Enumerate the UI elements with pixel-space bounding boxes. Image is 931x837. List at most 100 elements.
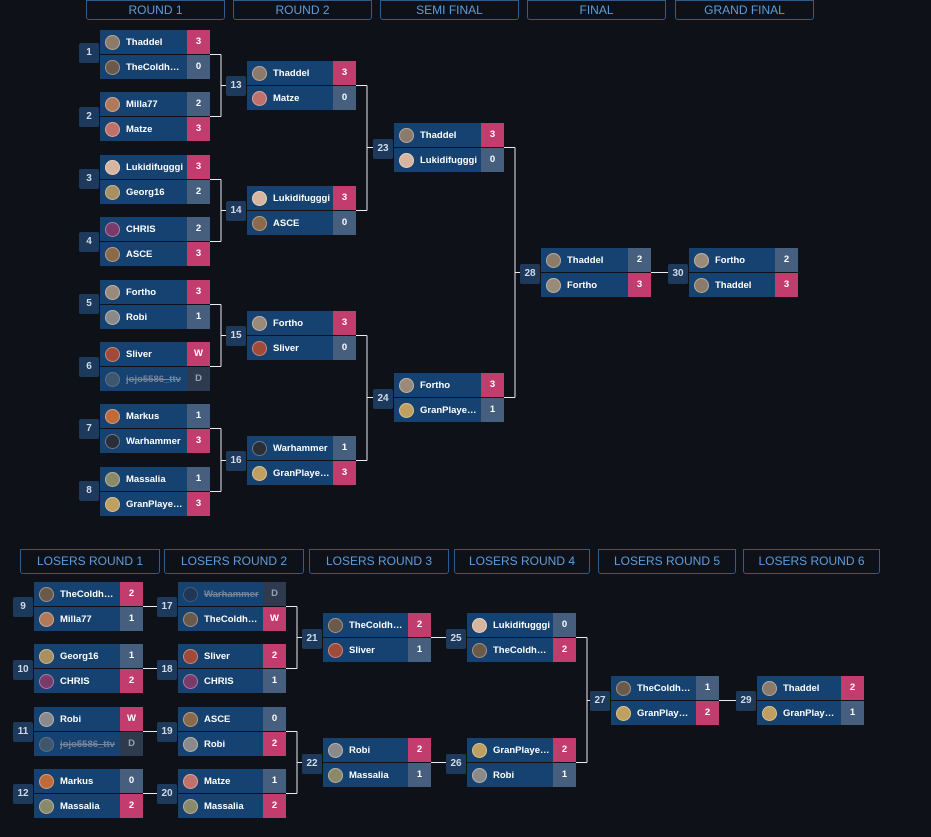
- header-round-2: ROUND 2: [233, 0, 372, 20]
- match-8-player-2[interactable]: GranPlayer1803: [100, 492, 210, 516]
- score-winner: 3: [481, 123, 504, 147]
- player-avatar-icon: [472, 767, 487, 783]
- player-name: TheColdhand: [493, 644, 550, 656]
- match-27-player-2[interactable]: GranPlayer1802: [611, 701, 719, 725]
- player-name: ASCE: [204, 713, 231, 725]
- player-name: Sliver: [204, 650, 230, 662]
- player-avatar-icon: [105, 34, 120, 50]
- player-avatar-icon: [39, 798, 54, 814]
- player-avatar-icon: [105, 159, 120, 175]
- player-avatar-icon: [328, 767, 343, 783]
- header-losers-round-1: LOSERS ROUND 1: [20, 549, 160, 574]
- score-winner: 3: [481, 373, 504, 397]
- player-avatar-icon: [252, 90, 267, 106]
- score: 2: [187, 217, 210, 241]
- header-losers-round-3: LOSERS ROUND 3: [309, 549, 449, 574]
- score: 0: [333, 211, 356, 235]
- player-name: Sliver: [273, 342, 299, 354]
- match-15-player-1[interactable]: Fortho 3: [247, 311, 356, 335]
- score-winner: 3: [187, 492, 210, 516]
- match-number-6: 6: [79, 357, 99, 377]
- match-24-player-2[interactable]: GranPlayer1801: [394, 398, 504, 422]
- score: 1: [333, 436, 356, 460]
- match-4-player-1[interactable]: CHRIS 2: [100, 217, 210, 241]
- match-26-player-1[interactable]: GranPlayer1802: [467, 738, 576, 762]
- score: 1: [187, 305, 210, 329]
- player-name: CHRIS: [126, 223, 156, 235]
- player-name: TheColdhand: [126, 61, 184, 73]
- player-name: jojo5586_ttv: [60, 738, 115, 750]
- match-16-player-2[interactable]: GranPlayer1803: [247, 461, 356, 485]
- player-avatar-icon: [183, 611, 198, 627]
- match-number-12: 12: [13, 784, 33, 804]
- match-29-player-2[interactable]: GranPlayer1801: [757, 701, 864, 725]
- player-name: Massalia: [204, 800, 244, 812]
- player-avatar-icon: [39, 736, 54, 752]
- match-number-1: 1: [79, 43, 99, 63]
- header-losers-round-2: LOSERS ROUND 2: [164, 549, 304, 574]
- header-final: FINAL: [527, 0, 666, 20]
- player-name: Markus: [60, 775, 94, 787]
- player-name: Fortho: [273, 317, 304, 329]
- score-winner: 3: [333, 311, 356, 335]
- score-winner: 2: [120, 582, 143, 606]
- player-avatar-icon: [762, 705, 777, 721]
- player-avatar-icon: [39, 586, 54, 602]
- player-name: GranPlayer180: [493, 744, 550, 756]
- score-winner: 3: [187, 280, 210, 304]
- player-avatar-icon: [252, 440, 267, 456]
